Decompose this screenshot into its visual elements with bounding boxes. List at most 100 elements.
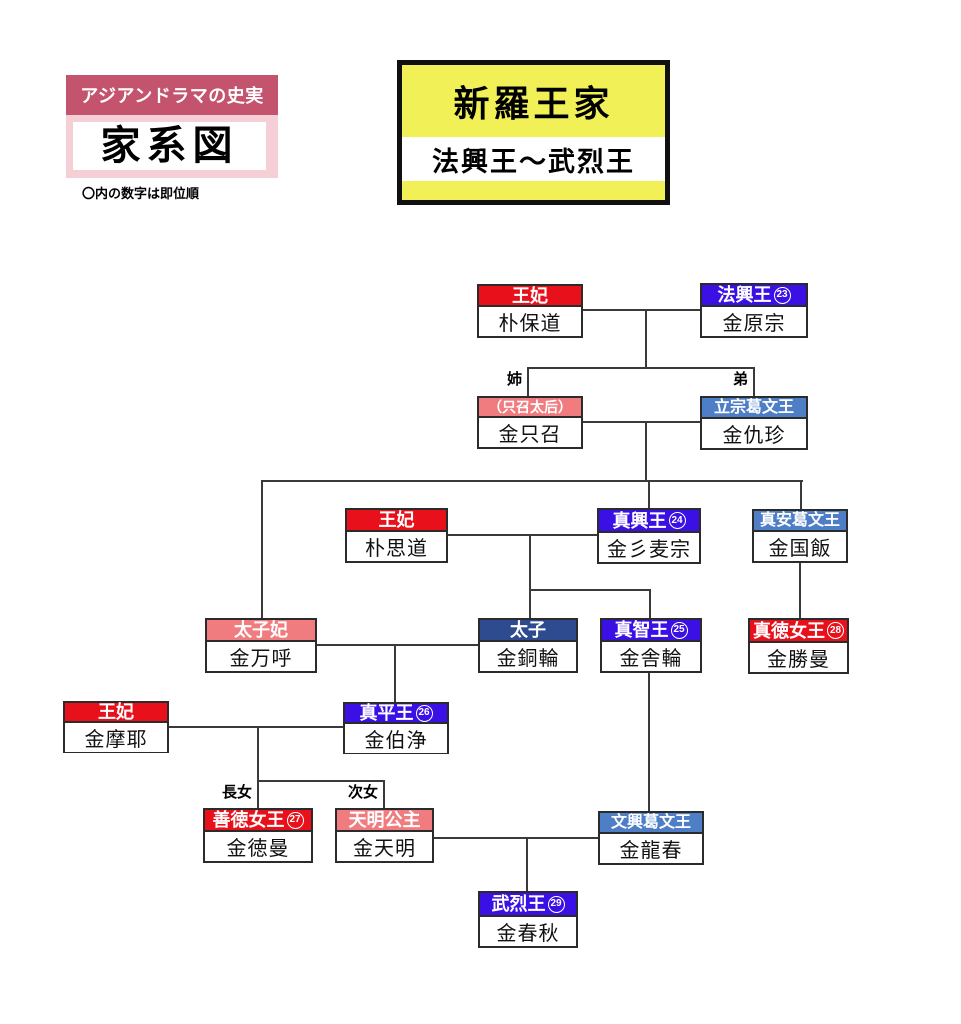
connector-line [169,726,343,728]
person-box-wangbi-maya: 王妃金摩耶 [63,701,169,753]
person-name: 金銅輪 [480,642,576,671]
connector-line [394,644,396,702]
person-title: 王妃 [347,510,446,532]
person-title-text: 真平王 [359,703,414,723]
source-badge: アジアンドラマの史実 家系図 [66,75,278,178]
person-name: 金春秋 [480,917,576,946]
relation-label: 弟 [732,371,748,388]
person-box-ipjong: 立宗葛文王金仇珍 [700,396,808,450]
person-name: 金徳曼 [205,832,311,861]
person-box-wangbi-sado: 王妃朴思道 [345,508,448,563]
person-title: 太子妃 [207,620,315,642]
connector-line [257,780,385,782]
page-title: 家系図 [73,122,266,170]
person-title: （只召太后） [479,398,581,418]
person-title-text: 真智王 [614,620,669,640]
badge-header-bar: アジアンドラマの史実 [66,75,278,115]
connector-line [257,726,259,782]
person-name: 金天明 [337,832,432,861]
person-name: 金原宗 [702,307,806,336]
connector-line [529,589,531,618]
reign-number-badge: 25 [670,621,688,639]
connector-line [582,309,700,311]
person-box-jinan: 真安葛文王金国飯 [752,509,848,563]
connector-line [257,780,259,808]
connector-line [800,480,802,509]
person-name: 金勝曼 [750,643,847,672]
person-box-wangbi-bodo: 王妃朴保道 [477,284,583,338]
person-name: 朴保道 [479,307,581,336]
person-title-text: 立宗葛文王 [713,398,794,416]
person-title: 立宗葛文王 [702,398,806,419]
relation-label: 次女 [347,784,378,801]
connector-line [529,534,531,591]
person-title-text: 武烈王 [491,894,546,914]
connector-line [645,421,647,482]
person-title-text: （只召太后） [488,399,572,415]
reign-number-badge: 24 [668,512,686,529]
person-title-text: 善徳女王 [212,810,285,830]
reign-number-badge: 28 [827,622,844,639]
connector-line [526,837,528,892]
person-name: 金舎輪 [602,642,700,671]
person-title-text: 真安葛文王 [759,511,840,529]
person-name: 金龍春 [600,834,702,863]
person-name: 金万呼 [207,642,315,671]
person-name: 金只召 [479,418,581,447]
connector-line [527,367,755,369]
dynasty-title: 新羅王家 [453,83,614,124]
reign-number-badge: 26 [415,704,433,722]
connector-line [261,480,803,482]
person-title: 王妃 [479,286,581,307]
connector-line [529,589,651,591]
connector-line [317,644,478,646]
badge-body: 家系図 [66,115,278,178]
connector-line [447,534,597,536]
connector-line [645,309,647,369]
person-title-text: 真徳女王 [753,620,825,641]
connector-line [582,421,700,423]
person-title-text: 王妃 [98,702,134,722]
person-title: 太子 [480,620,576,642]
person-name: 金仇珍 [702,419,806,448]
person-title: 天明公主 [337,810,432,832]
person-box-cheonmyeong: 天明公主金天明 [335,808,434,863]
connector-line [383,780,385,808]
reign-number-badge: 23 [773,286,791,304]
person-title-text: 王妃 [378,510,415,530]
relation-label: 姉 [506,371,522,388]
connector-line [648,480,650,508]
person-title: 王妃 [65,703,167,723]
person-box-munheung: 文興葛文王金龍春 [598,811,704,865]
person-name: 金摩耶 [65,723,167,752]
person-name: 金伯浄 [345,724,447,753]
person-box-jiso-taehu: （只召太后） 金只召 [477,396,583,449]
legend-caption: 〇内の数字は即位順 [82,186,200,201]
person-title-text: 文興葛文王 [610,813,691,831]
range-subtitle: 法興王〜武烈王 [402,137,665,181]
connector-line [261,480,263,618]
person-title-text: 法興王 [717,285,772,305]
person-title-text: 真興王 [612,510,667,531]
person-title-text: 太子 [510,620,546,640]
connector-line [799,563,801,618]
connector-line [649,589,651,618]
chart-title-box: 新羅王家 法興王〜武烈王 [397,60,670,205]
connector-line [527,367,529,396]
person-box-taejabi: 太子妃金万呼 [205,618,317,673]
connector-line [648,673,650,811]
